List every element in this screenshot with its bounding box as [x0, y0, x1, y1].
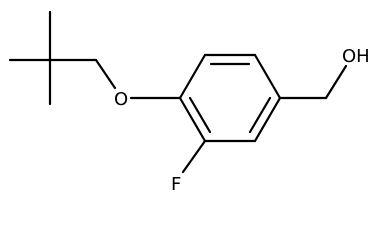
bond-ch2-oxygen	[94, 58, 117, 90]
ring-bond-4	[253, 96, 282, 143]
bond-ch2-hydroxyl	[324, 64, 348, 100]
ring-bond-1	[178, 53, 207, 100]
structure-drawing: O OH F	[8, 10, 370, 195]
ring-bond-6	[178, 96, 207, 143]
fluorine-label: F	[171, 174, 181, 195]
structure-canvas: O OH F	[8, 10, 370, 195]
bond-ring-fluorine	[181, 139, 207, 174]
hydroxyl-label: OH	[342, 46, 370, 67]
ring-bond-3	[253, 53, 282, 100]
ring-double-bond-left	[188, 96, 212, 134]
ring-double-bond-right	[248, 96, 272, 134]
oxygen-ether-label: O	[114, 89, 128, 110]
